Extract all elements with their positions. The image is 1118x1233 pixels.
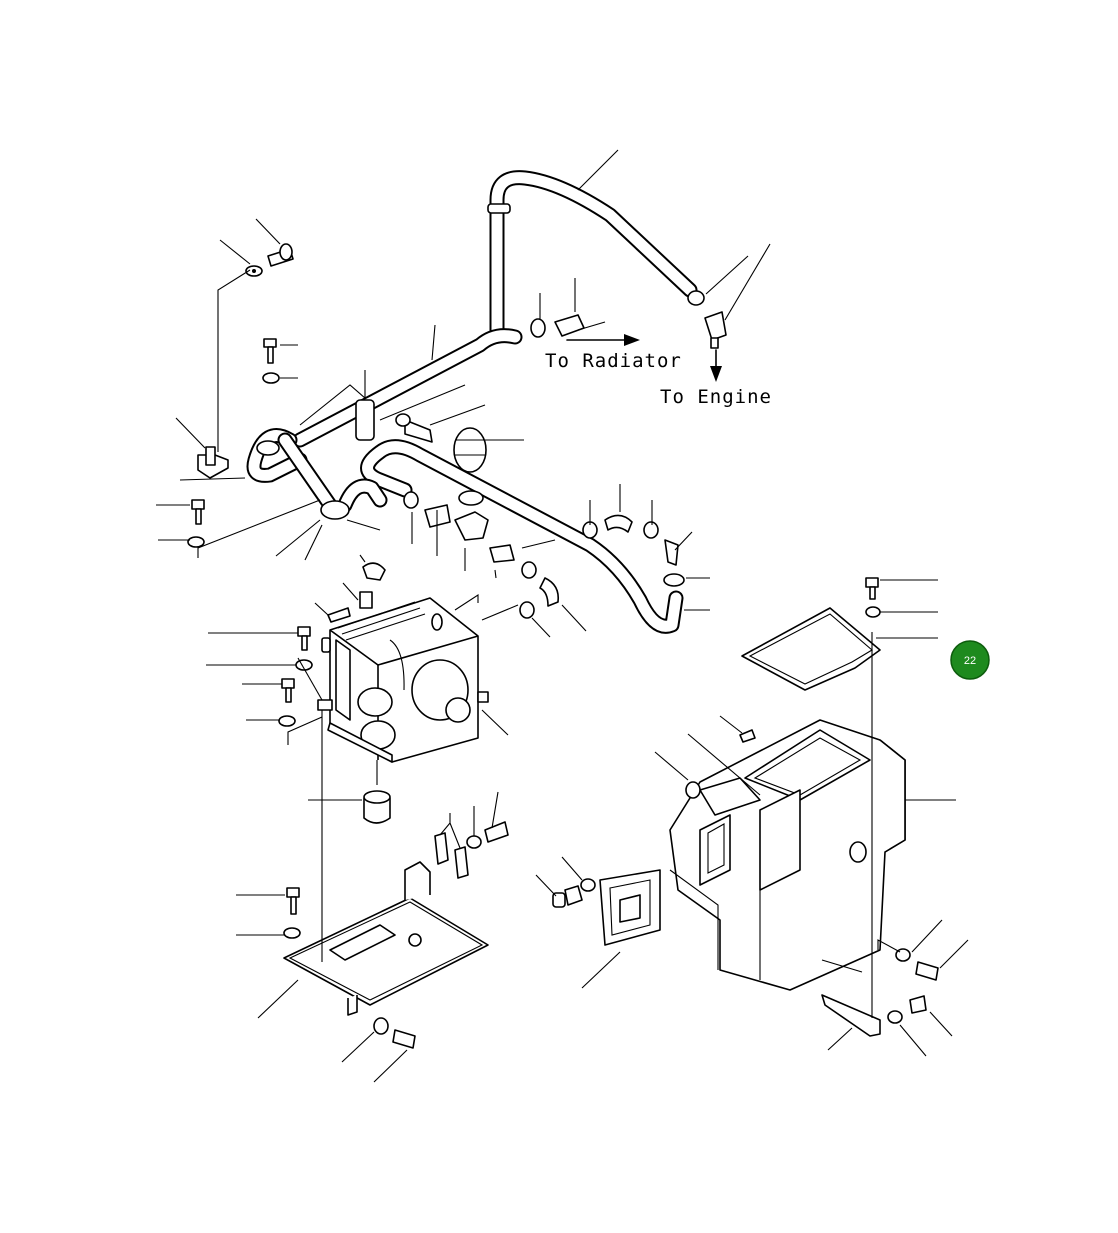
cover-plate	[741, 577, 881, 691]
heater-case	[669, 719, 906, 991]
upper-hose	[292, 170, 698, 448]
base-plate	[283, 821, 509, 1049]
bolt-washer-mid	[262, 338, 280, 384]
bolt-washer-top	[245, 243, 294, 277]
clamps-right	[519, 290, 727, 619]
page-number-badge: 22	[950, 640, 990, 680]
heater-return-pipe	[337, 439, 684, 634]
valve-fittings	[395, 413, 515, 563]
bolts-left-of-unit	[187, 499, 351, 727]
filter-cap	[363, 790, 391, 824]
heater-core-unit	[317, 597, 489, 763]
fan-knob	[359, 562, 386, 609]
bracket-upper-left	[197, 446, 229, 479]
to-engine-label: To Engine	[660, 386, 772, 408]
page-number: 22	[964, 655, 976, 667]
lower-loop-hose	[246, 428, 338, 513]
to-radiator-label: To Radiator	[545, 350, 682, 372]
duct-adapter	[552, 869, 661, 946]
leader-lines	[156, 149, 969, 1083]
flow-arrows	[566, 321, 722, 382]
support-bracket-right	[821, 948, 939, 1037]
clamp-grommet-left	[256, 399, 375, 520]
